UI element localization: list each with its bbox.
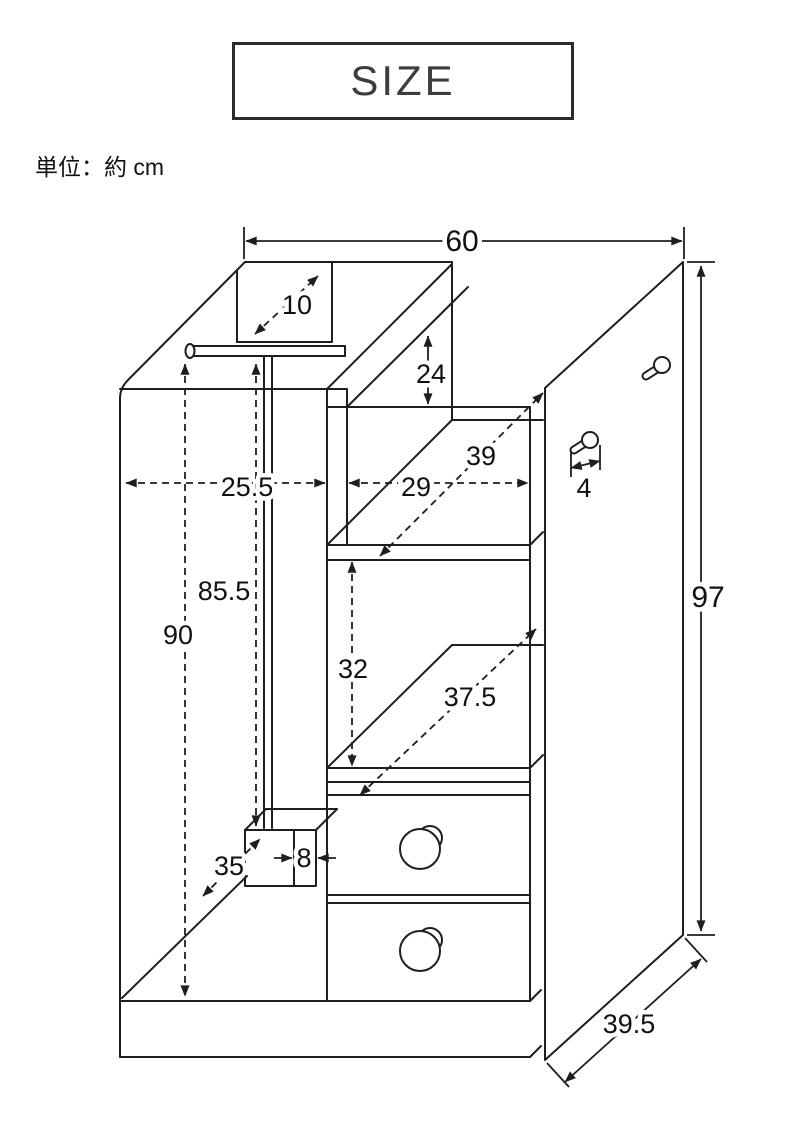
dim-label-rod-height: 85.5 <box>198 576 251 606</box>
unit-note: 単位：約 cm <box>35 154 165 180</box>
shelves <box>326 419 544 783</box>
drawer-knob-icon <box>399 927 443 972</box>
dim-label-right-inner-width: 29 <box>401 472 431 502</box>
dim-label-height: 97 <box>691 581 724 614</box>
dimension-labels: 60 10 24 39 29 25.5 4 85.5 90 32 37.5 97… <box>158 221 729 1044</box>
dimension-lines <box>243 227 715 1088</box>
side-panel <box>544 261 684 1061</box>
top-tray <box>236 261 333 343</box>
peg-icon <box>641 356 671 381</box>
hanging-rod <box>184 343 346 829</box>
drawer-knob-icon <box>399 825 443 870</box>
size-title-box: SIZE <box>232 42 574 120</box>
dim-label-left-inner-width: 25.5 <box>221 472 274 502</box>
dashed-dimension-lines <box>125 275 544 997</box>
cabinet-outline <box>119 261 531 1058</box>
dim-label-depth: 39.5 <box>603 1009 656 1039</box>
peg-icon <box>569 431 599 455</box>
dim-label-width: 60 <box>445 225 478 258</box>
page-title: SIZE <box>350 57 456 104</box>
dim-label-base-depth: 35 <box>214 851 244 881</box>
dim-label-upper-height: 24 <box>416 359 446 389</box>
dim-label-middle-height: 32 <box>338 654 368 684</box>
drawers <box>326 794 531 972</box>
dim-label-inner-height: 90 <box>163 620 193 650</box>
dim-label-base-width: 8 <box>296 843 311 873</box>
pole-base-box <box>244 808 338 887</box>
dim-label-peg: 4 <box>576 473 591 503</box>
dim-label-tray: 10 <box>282 290 312 320</box>
dim-label-upper-shelf-depth: 39 <box>466 441 496 471</box>
dim-label-lower-shelf-depth: 37.5 <box>444 682 497 712</box>
